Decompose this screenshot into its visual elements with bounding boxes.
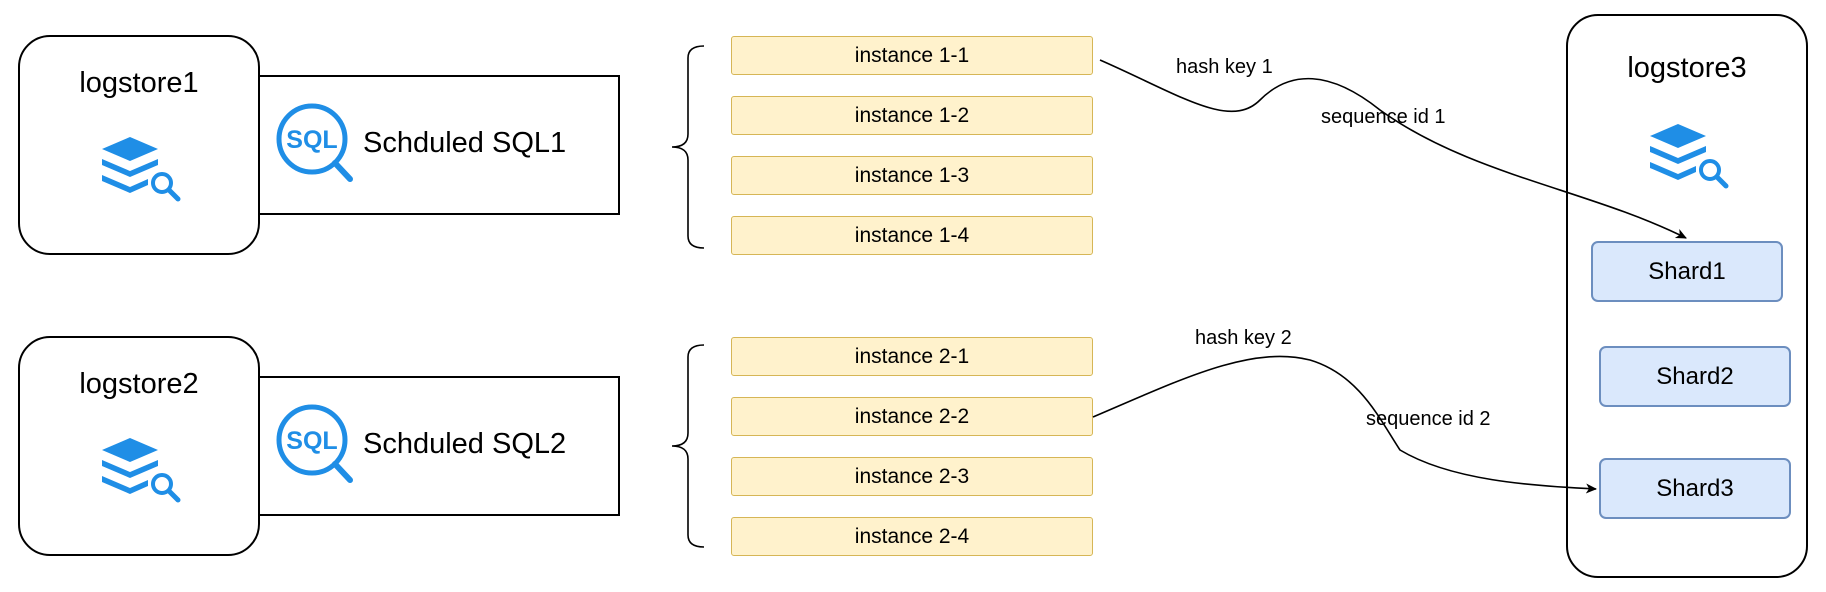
scheduled-sql-2-box[interactable]: SQL Schduled SQL2 xyxy=(258,376,620,516)
logstore-stack-search-icon xyxy=(1650,124,1729,189)
instance-1-3[interactable]: instance 1-3 xyxy=(731,156,1093,195)
logstore3-title: logstore3 xyxy=(1627,52,1747,84)
sql-search-icon: SQL xyxy=(276,404,353,483)
curly-brace-group2 xyxy=(671,344,705,548)
scheduled-sql-1-box[interactable]: SQL Schduled SQL1 xyxy=(258,75,620,215)
logstore2-box[interactable]: logstore2 xyxy=(18,336,260,556)
sql-icon-text: SQL xyxy=(286,126,337,154)
curly-brace-group1 xyxy=(671,45,705,249)
logstore2-title: logstore2 xyxy=(79,368,199,400)
edge-label-sequence-id-1: sequence id 1 xyxy=(1321,106,1446,128)
edge-label-hash-key-1: hash key 1 xyxy=(1176,56,1273,78)
instance-2-4[interactable]: instance 2-4 xyxy=(731,517,1093,556)
edge-arrow-2 xyxy=(1092,355,1597,494)
sql-icon-text: SQL xyxy=(286,427,337,455)
instance-1-2[interactable]: instance 1-2 xyxy=(731,96,1093,135)
scheduled-sql-1-label: Schduled SQL1 xyxy=(363,127,567,159)
instance-1-4[interactable]: instance 1-4 xyxy=(731,216,1093,255)
instance-2-2[interactable]: instance 2-2 xyxy=(731,397,1093,436)
logstore-stack-search-icon xyxy=(102,137,181,202)
edge-label-sequence-id-2: sequence id 2 xyxy=(1366,408,1491,430)
shard1[interactable]: Shard1 xyxy=(1591,241,1783,302)
scheduled-sql-2-label: Schduled SQL2 xyxy=(363,428,567,460)
edge-arrow-1 xyxy=(1099,59,1687,239)
logstore-stack-search-icon xyxy=(102,438,181,503)
instance-1-1[interactable]: instance 1-1 xyxy=(731,36,1093,75)
shard2[interactable]: Shard2 xyxy=(1599,346,1791,407)
logstore1-title: logstore1 xyxy=(79,67,199,99)
edge-label-hash-key-2: hash key 2 xyxy=(1195,327,1292,349)
instance-2-3[interactable]: instance 2-3 xyxy=(731,457,1093,496)
instance-2-1[interactable]: instance 2-1 xyxy=(731,337,1093,376)
logstore1-box[interactable]: logstore1 xyxy=(18,35,260,255)
sql-search-icon: SQL xyxy=(276,103,353,182)
shard3[interactable]: Shard3 xyxy=(1599,458,1791,519)
